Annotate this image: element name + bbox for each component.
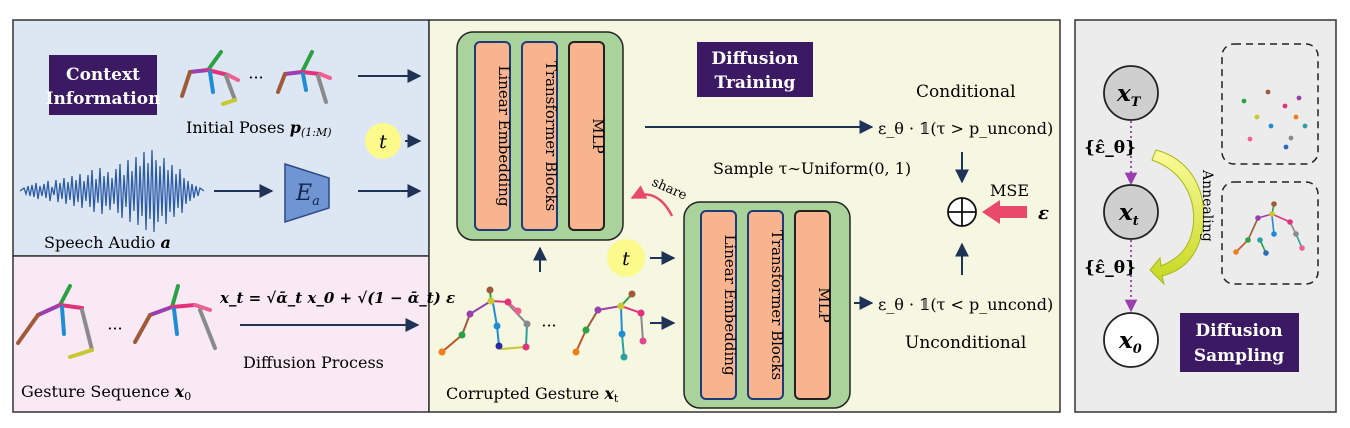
conditional-label: Conditional <box>916 82 1016 102</box>
corrupted-skeleton-1 <box>438 286 531 356</box>
node-x-0 <box>1103 312 1159 368</box>
corrupted-dots: ··· <box>541 316 556 335</box>
node-x-T-label: xT <box>1116 80 1142 110</box>
node-x-t-label: xt <box>1118 199 1139 229</box>
audio-encoder-block <box>284 162 330 224</box>
initial-poses-label: Initial Poses p(1:M) <box>186 118 332 139</box>
top-mlp-block <box>568 41 605 231</box>
training-badge <box>697 42 813 97</box>
top-mlp-label: MLP <box>589 118 607 153</box>
initial-pose-skeleton-1 <box>180 50 240 106</box>
diffusion-equation: x_t = √ᾱ_t x_0 + √(1 − ᾱ_t) ε <box>219 289 455 307</box>
top-linear-embedding-block <box>474 41 511 231</box>
bottom-mlp-label: MLP <box>815 287 833 322</box>
mse-label: MSE <box>990 181 1029 200</box>
node-x-t <box>1103 184 1159 240</box>
conditional-expression: ε_θ · 𝟙(τ > p_uncond) <box>878 119 1053 138</box>
context-t-label: t <box>379 131 387 153</box>
annealing-arrow <box>1149 149 1205 286</box>
gesture-dots: ··· <box>107 319 122 338</box>
audio-encoder-label: Ea <box>295 181 320 209</box>
context-badge-line2: Information <box>46 89 161 109</box>
training-badge-line1: Diffusion <box>711 49 798 69</box>
bottom-mlp-block <box>794 210 831 400</box>
annealing-label: Annealing <box>1199 169 1215 242</box>
speech-audio-label: Speech Audio a <box>44 233 171 252</box>
node-x-T <box>1103 65 1159 121</box>
mse-arrow <box>982 200 1027 224</box>
training-t-label: t <box>622 248 630 270</box>
speech-waveform <box>19 149 205 233</box>
noise-points-box <box>1221 43 1319 165</box>
sampling-badge-line2: Sampling <box>1194 346 1284 366</box>
eps-set-top: {ε̂_θ} <box>1084 138 1136 158</box>
partial-pose-box <box>1221 181 1319 285</box>
context-badge <box>49 55 157 115</box>
diffusion-process-label: Diffusion Process <box>243 353 384 372</box>
share-arrow <box>630 185 674 217</box>
corrupted-gesture-label: Corrupted Gesture xt <box>446 384 619 405</box>
node-x-0-label: x0 <box>1118 327 1142 357</box>
sampling-badge-line1: Diffusion <box>1195 321 1282 341</box>
training-t-circle <box>607 239 645 277</box>
gesture-panel <box>12 255 430 413</box>
bottom-linear-embedding-block <box>700 210 737 400</box>
bottom-linear-embedding-label: Linear Embedding <box>721 234 739 375</box>
initial-poses-dots: ··· <box>248 68 263 87</box>
training-badge-line2: Training <box>715 73 796 93</box>
top-transformer-block <box>521 41 558 231</box>
epsilon-target: ε <box>1038 203 1049 224</box>
noise-points <box>1241 89 1308 150</box>
bottom-transformer-label: Transformer Blocks <box>768 230 786 380</box>
sample-tau-label: Sample τ∼Uniform(0, 1) <box>713 159 911 178</box>
eps-set-bottom: {ε̂_θ} <box>1084 258 1136 278</box>
unconditional-expression: ε_θ · 𝟙(τ < p_uncond) <box>878 295 1053 314</box>
gesture-sequence-label: Gesture Sequence x0 <box>21 382 191 403</box>
corrupted-skeleton-2 <box>572 290 647 361</box>
gesture-skeleton-1 <box>16 284 94 359</box>
unconditional-label: Unconditional <box>905 333 1026 353</box>
context-badge-line1: Context <box>66 65 140 85</box>
bottom-transformer-block <box>747 210 784 400</box>
gesture-skeleton-2 <box>133 284 217 350</box>
partial-pose-skeleton <box>1233 201 1305 256</box>
initial-pose-skeleton-2 <box>276 50 332 104</box>
context-t-circle <box>365 123 401 159</box>
sampling-badge <box>1180 313 1299 372</box>
top-transformer-label: Transformer Blocks <box>542 61 560 211</box>
top-linear-embedding-label: Linear Embedding <box>495 65 513 206</box>
